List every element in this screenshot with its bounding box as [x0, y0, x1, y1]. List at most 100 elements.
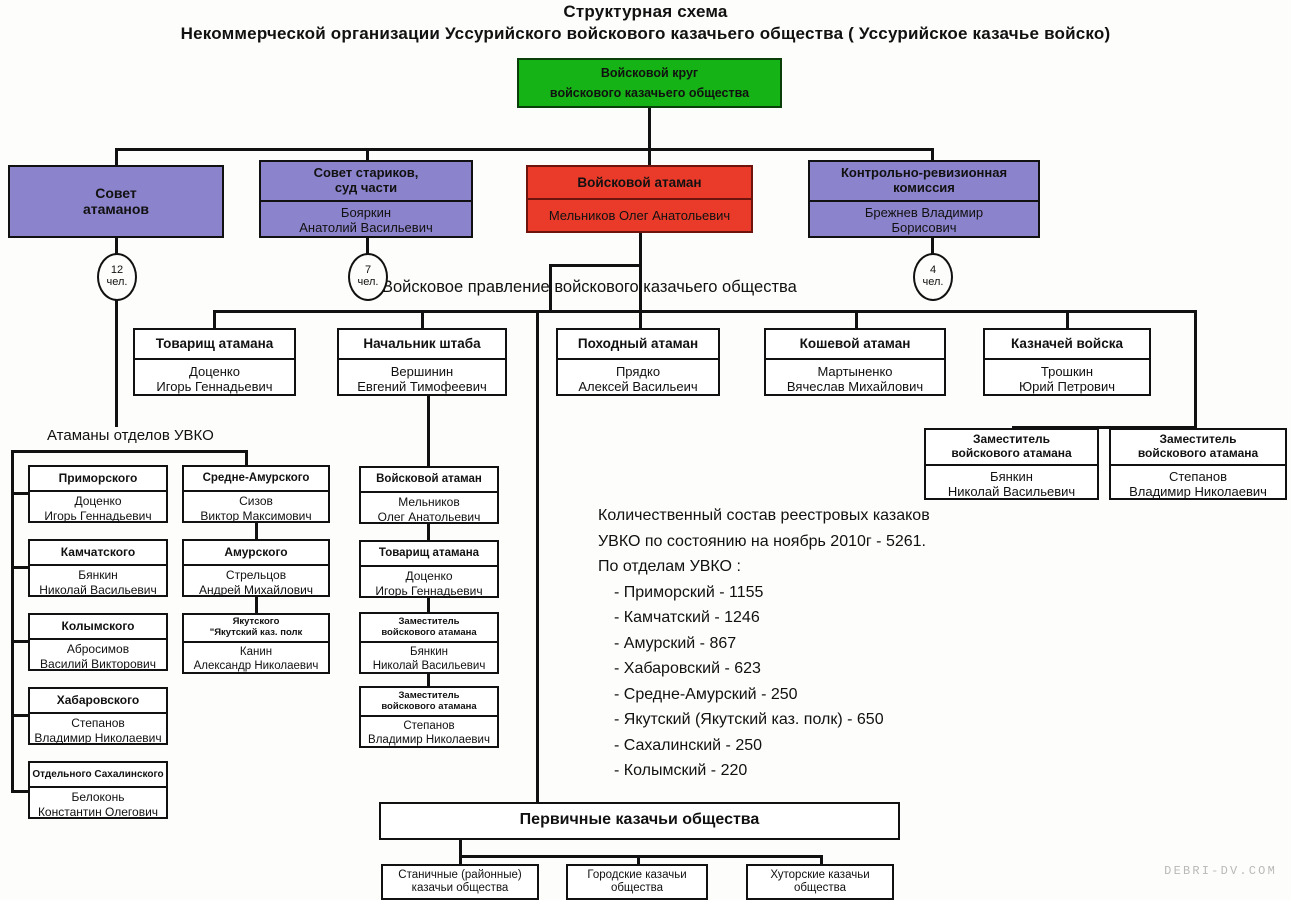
page-title-line2: Некоммерческой организации Уссурийского …	[180, 24, 1111, 43]
sovet-atamanov-l2: атаманов	[82, 201, 149, 217]
node-hutorskie-kazachi-obschestva[interactable]: Хуторские казачьи общества	[746, 864, 894, 900]
o1-2-name-l2: Василий Викторович	[40, 656, 156, 671]
counter-4-num: 4	[929, 264, 937, 277]
stats-item-kamchatsky: - Камчатский - 1246	[614, 609, 760, 626]
node-kaznachei-voiska[interactable]: Казначей войска Трошкин Юрий Петрович	[983, 328, 1151, 396]
node-o1-2-head: Колымского	[61, 618, 135, 633]
node-otdel-kolymskogo[interactable]: Колымского Абросимов Василий Викторович	[28, 613, 168, 671]
connector-level3-bus	[213, 310, 1196, 313]
o2-0-name-l1: Сизов	[239, 494, 273, 509]
connector-pravlenie-rightdrop	[639, 264, 642, 312]
node-otdel-sahalinskogo[interactable]: Отдельного Сахалинского Белоконь Констан…	[28, 761, 168, 819]
cc-3-head-l1: Заместитель	[398, 689, 460, 701]
node-center-tovarisch-atamana[interactable]: Товарищ атамана Доценко Игорь Геннадьеви…	[359, 540, 499, 598]
cc-1-name-l2: Игорь Геннадьевич	[375, 583, 483, 598]
node-krk-name: Брежнев Владимир Борисович	[810, 200, 1038, 238]
cc-3-name-l2: Владимир Николаевич	[368, 733, 490, 746]
connector-level3-drop-4	[855, 310, 858, 328]
counter-7: 7 чел.	[348, 253, 388, 301]
connector-cc-0-to-1	[427, 524, 430, 540]
node-dep-r1-name: Степанов Владимир Николаевич	[1111, 464, 1285, 502]
node-zamestitel-right-2[interactable]: Заместитель войскового атамана Степанов …	[1109, 428, 1287, 500]
connector-bottom-drop-3	[820, 855, 823, 865]
bottom-child-2-l1: Хуторские казачьи	[770, 868, 870, 881]
connector-level2-drop-4	[931, 148, 934, 166]
dep-r1-name-l1: Степанов	[1168, 468, 1227, 484]
node-zamestitel-right-1[interactable]: Заместитель войскового атамана Бянкин Ни…	[924, 428, 1099, 500]
stats-line-1: Количественный состав реестровых казаков	[598, 507, 930, 524]
stats-line-3: По отделам УВКО :	[598, 558, 741, 575]
connector-center-chain-stem	[427, 396, 430, 466]
connector-otdely-tick-5	[11, 790, 29, 793]
connector-otdely-tick-4	[11, 714, 29, 717]
stats-item-yakutsky: - Якутский (Якутский каз. полк) - 650	[614, 711, 884, 728]
label-atamany-otdelov: Атаманы отделов УВКО	[44, 427, 217, 444]
node-otdel-primorskogo[interactable]: Приморского Доценко Игорь Геннадьевич	[28, 465, 168, 523]
connector-level3-drop-5	[1066, 310, 1069, 328]
sovet-atamanov-l1: Совет	[95, 184, 137, 201]
dep-r0-name-l2: Николай Васильевич	[947, 484, 1076, 499]
node-o1-0-name: Доценко Игорь Геннадьевич	[30, 490, 166, 525]
cc-1-name-l1: Доценко	[405, 569, 453, 584]
node-otdel-amurskogo[interactable]: Амурского Стрельцов Андрей Михайлович	[182, 539, 330, 597]
node-koshevoi-ataman[interactable]: Кошевой атаман Мартыненко Вячеслав Михай…	[764, 328, 946, 396]
connector-bottom-feed	[536, 312, 539, 802]
connector-pravlenie-leftdrop	[549, 264, 552, 312]
node-cc-2-head: Заместитель войскового атамана	[361, 614, 497, 641]
o1-0-name-l1: Доценко	[74, 494, 122, 509]
bottom-child-1-l2: общества	[610, 882, 664, 894]
node-l3-1-name: Вершинин Евгений Тимофеевич	[339, 358, 505, 398]
stats-item-primorsky: - Приморский - 1155	[614, 583, 764, 601]
dep-r1-head-l2: войскового атамана	[1137, 446, 1259, 460]
connector-bottom-up-1	[459, 840, 462, 855]
krk-l2: комиссия	[893, 180, 955, 195]
node-voiskovoi-ataman-top[interactable]: Войсковой атаман Мельников Олег Анатолье…	[526, 165, 753, 233]
node-nachalnik-shtaba[interactable]: Начальник штаба Вершинин Евгений Тимофее…	[337, 328, 507, 396]
node-l3-0-head: Товарищ атамана	[155, 336, 274, 352]
l3-3-name-l2: Вячеслав Михайлович	[786, 379, 924, 394]
connector-ataman-down	[639, 233, 642, 266]
counter-4-unit: чел.	[922, 276, 944, 288]
node-cc-1-head: Товарищ атамана	[378, 546, 480, 559]
node-sovet-atamanov[interactable]: Совет атаманов	[8, 165, 224, 238]
counter-4: 4 чел.	[913, 253, 953, 301]
connector-cc-1-to-2	[427, 598, 430, 612]
o2-2-head-l1: Якутского	[232, 616, 280, 628]
node-cc-1-name: Доценко Игорь Геннадьевич	[361, 565, 497, 600]
counter-12-unit: чел.	[106, 276, 128, 288]
node-otdel-yakutskogo[interactable]: Якутского "Якутский каз. полк Канин Алек…	[182, 613, 330, 674]
krk-name-l2: Борисович	[891, 220, 957, 235]
node-kontrolno-revizionnaya-komissiya[interactable]: Контрольно-ревизионная комиссия Брежнев …	[808, 160, 1040, 238]
node-center-voiskovoi-ataman[interactable]: Войсковой атаман Мельников Олег Анатолье…	[359, 466, 499, 524]
stats-item-sahalinsky: - Сахалинский - 250	[614, 736, 763, 754]
counter-12-num: 12	[110, 264, 124, 277]
node-cc-3-head: Заместитель войскового атамана	[361, 688, 497, 715]
node-otdel-habarovskogo[interactable]: Хабаровского Степанов Владимир Николаеви…	[28, 687, 168, 745]
node-o2-1-name: Стрельцов Андрей Михайлович	[184, 564, 328, 599]
node-center-zamestitel-2[interactable]: Заместитель войскового атамана Степанов …	[359, 686, 499, 748]
node-bottom-child-1: Городские казачьи общества	[568, 866, 706, 898]
dep-r0-head-l1: Заместитель	[972, 432, 1051, 447]
node-cc-3-name: Степанов Владимир Николаевич	[361, 715, 497, 750]
node-sovet-starikov-name: Бояркин Анатолий Васильевич	[261, 200, 471, 238]
node-pervichnye-kazachi-obschestva[interactable]: Первичные казачьи общества	[379, 802, 900, 840]
node-dep-r1-head: Заместитель войскового атамана	[1111, 430, 1285, 464]
l3-2-name-l2: Алексей Васильеич	[578, 379, 698, 394]
connector-c7-stem	[366, 238, 369, 258]
dep-r0-name-l1: Бянкин	[990, 468, 1033, 484]
node-stanichnye-kazachi-obschestva[interactable]: Станичные (районные) казачьи общества	[381, 864, 539, 900]
connector-level2-drop-1	[115, 148, 118, 166]
node-otdel-sredne-amurskogo[interactable]: Средне-Амурского Сизов Виктор Максимович	[182, 465, 330, 523]
cc-2-head-l2: войскового атамана	[381, 626, 477, 638]
node-otdel-kamchatskogo[interactable]: Камчатского Бянкин Николай Васильевич	[28, 539, 168, 597]
node-pohodnyi-ataman[interactable]: Походный атаман Прядко Алексей Васильеич	[556, 328, 720, 396]
node-center-zamestitel-1[interactable]: Заместитель войскового атамана Бянкин Ни…	[359, 612, 499, 674]
connector-o2-0-to-1	[255, 523, 258, 539]
node-sovet-starikov[interactable]: Совет стариков, суд части Бояркин Анатол…	[259, 160, 473, 238]
node-krk-head: Контрольно-ревизионная комиссия	[810, 162, 1038, 200]
node-gorodskie-kazachi-obschestva[interactable]: Городские казачьи общества	[566, 864, 708, 900]
sovet-starikov-l2: суд части	[334, 180, 398, 195]
node-voiskovoi-krug[interactable]: Войсковой круг войскового казачьего обще…	[517, 58, 782, 108]
node-tovarisch-atamana-l3[interactable]: Товарищ атамана Доценко Игорь Геннадьеви…	[133, 328, 296, 396]
